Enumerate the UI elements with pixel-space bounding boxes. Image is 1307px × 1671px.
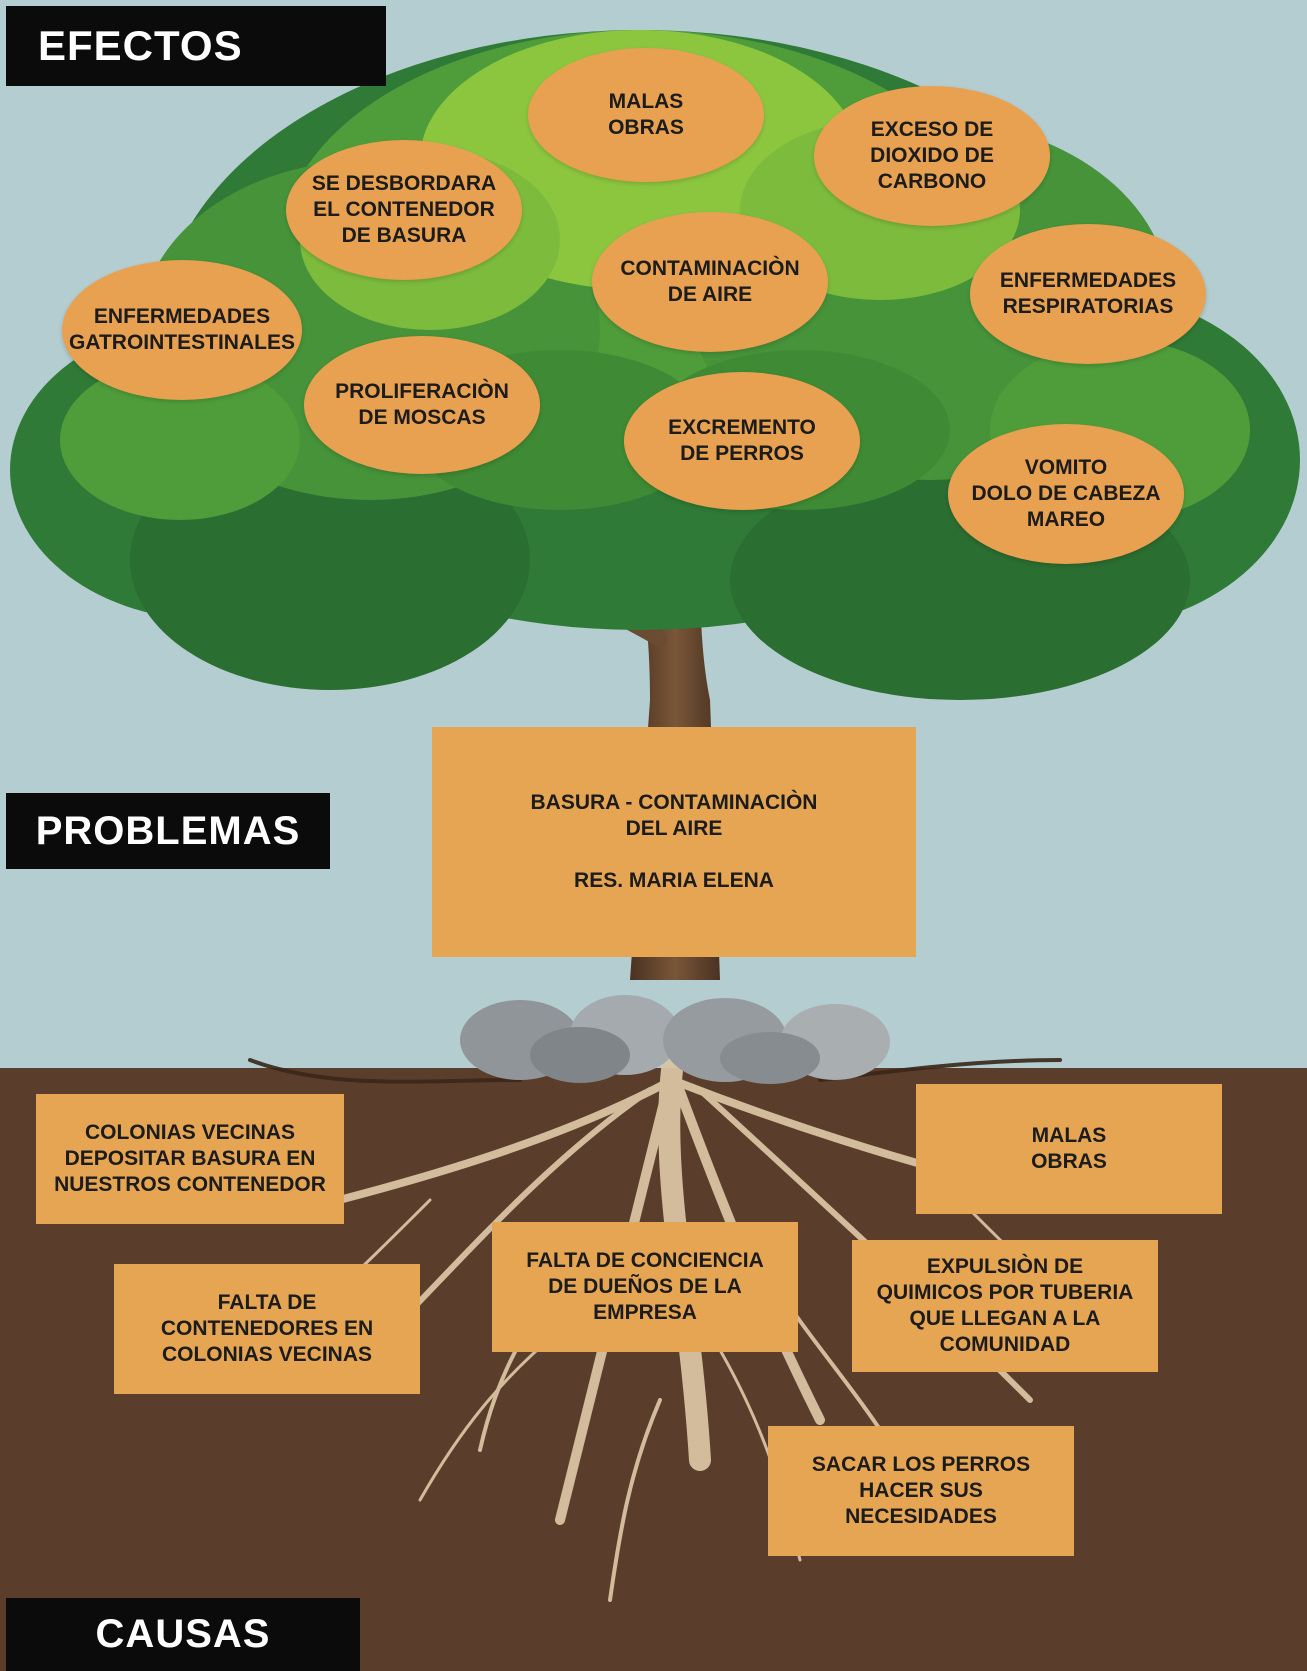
problem-box: BASURA - CONTAMINACIÒN DEL AIRE RES. MAR…: [432, 727, 916, 957]
effect-enfermedades-gastrointestinales: ENFERMEDADES GATROINTESTINALES: [62, 260, 302, 400]
cause-falta-contenedores: FALTA DE CONTENEDORES EN COLONIAS VECINA…: [114, 1264, 420, 1394]
label-causas: CAUSAS: [6, 1598, 360, 1671]
cause-colonias-vecinas: COLONIAS VECINAS DEPOSITAR BASURA EN NUE…: [36, 1094, 344, 1224]
effect-enfermedades-respiratorias: ENFERMEDADES RESPIRATORIAS: [970, 224, 1206, 364]
effect-malas-obras: MALAS OBRAS: [528, 48, 764, 182]
label-efectos: EFECTOS: [6, 6, 386, 86]
label-problemas: PROBLEMAS: [6, 793, 330, 869]
effect-excremento-perros: EXCREMENTO DE PERROS: [624, 372, 860, 510]
effect-contaminacion-aire: CONTAMINACIÒN DE AIRE: [592, 212, 828, 352]
stones: [460, 995, 890, 1084]
effect-exceso-dioxido: EXCESO DE DIOXIDO DE CARBONO: [814, 86, 1050, 226]
cause-falta-conciencia: FALTA DE CONCIENCIA DE DUEÑOS DE LA EMPR…: [492, 1222, 798, 1352]
effect-se-desbordara: SE DESBORDARA EL CONTENEDOR DE BASURA: [286, 140, 522, 280]
problem-subtitle: RES. MARIA ELENA: [574, 869, 774, 892]
cause-malas-obras: MALAS OBRAS: [916, 1084, 1222, 1214]
problem-title: BASURA - CONTAMINACIÒN DEL AIRE: [530, 791, 818, 840]
effect-proliferacion-moscas: PROLIFERACIÒN DE MOSCAS: [304, 336, 540, 474]
cause-sacar-perros: SACAR LOS PERROS HACER SUS NECESIDADES: [768, 1426, 1074, 1556]
effect-vomito: VOMITO DOLO DE CABEZA MAREO: [948, 424, 1184, 564]
cause-expulsion-quimicos: EXPULSIÒN DE QUIMICOS POR TUBERIA QUE LL…: [852, 1240, 1158, 1372]
